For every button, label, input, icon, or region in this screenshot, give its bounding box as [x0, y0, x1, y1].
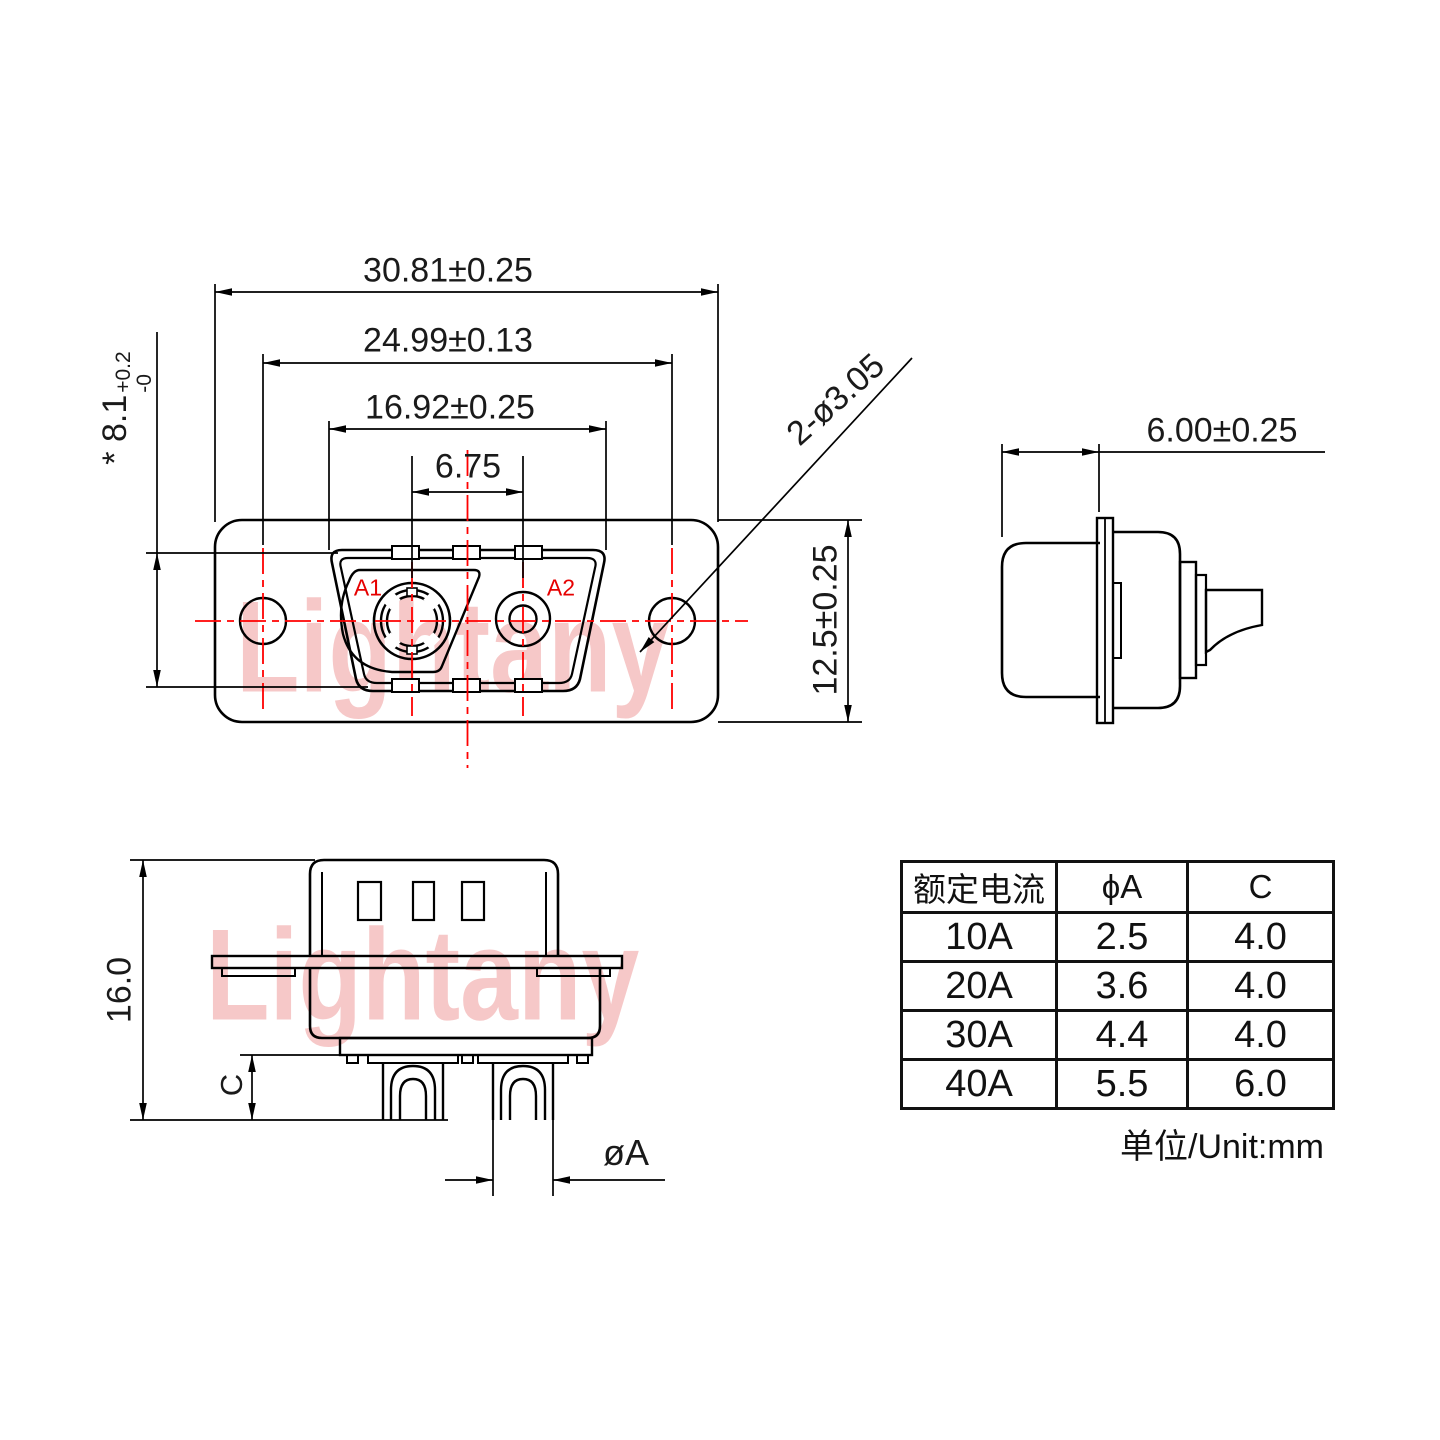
contact-label-a2: A2	[546, 574, 576, 601]
spec-row-20a: 20A 3.6 4.0	[900, 960, 1335, 1012]
section-cap	[308, 858, 560, 956]
dim-overall-height: 16.0	[100, 956, 139, 1024]
dim-shell-height: * 8.1+0.2-0	[96, 351, 156, 464]
side-body	[1000, 541, 1100, 699]
header-phi-a: ϕA	[1055, 860, 1189, 914]
dim-flange-height: 12.5±0.25	[806, 544, 845, 696]
side-step1	[1178, 560, 1198, 680]
front-dimensions	[146, 284, 913, 723]
side-gasket	[1112, 582, 1122, 659]
side-shell	[1113, 530, 1182, 710]
unit-note: 单位/Unit:mm	[1120, 1128, 1324, 1166]
dsub-shell-inner	[339, 556, 597, 685]
section-body	[308, 968, 602, 1040]
dim-shell-height-value: * 8.1	[96, 394, 135, 465]
spec-table: 额定电流 ϕA C 10A 2.5 4.0 20A 3.6 4.0 30A 4.…	[900, 860, 1335, 1110]
section-pin-slots	[356, 880, 486, 922]
centerlines	[195, 450, 748, 768]
side-dimensions	[1001, 444, 1325, 537]
dim-contact-pitch: 6.75	[434, 447, 502, 486]
spec-row-30a: 30A 4.4 4.0	[900, 1009, 1335, 1061]
spec-row-10a: 10A 2.5 4.0	[900, 911, 1335, 963]
section-view	[130, 858, 665, 1196]
section-dimensions	[130, 859, 665, 1196]
cell: 10A	[900, 911, 1058, 963]
section-flange-lip-left	[221, 967, 296, 977]
cell: 2.5	[1055, 911, 1189, 963]
section-base	[338, 1036, 594, 1057]
dim-mount-depth: 6.00±0.25	[1146, 411, 1298, 450]
section-flange	[210, 954, 624, 970]
section-base-tabs	[346, 1054, 589, 1064]
solder-cup-right	[491, 1063, 555, 1120]
cell: 4.0	[1186, 911, 1335, 963]
dim-solder-cup-depth: C	[214, 1073, 249, 1097]
cell: 4.0	[1186, 960, 1335, 1012]
spec-row-40a: 40A 5.5 6.0	[900, 1058, 1335, 1110]
front-view	[146, 284, 913, 768]
dim-hole-spacing: 24.99±0.13	[363, 321, 533, 360]
header-rated-current: 额定电流	[900, 860, 1058, 914]
side-step2	[1194, 573, 1208, 667]
header-c: C	[1186, 860, 1335, 914]
tolerance-minus: -0	[133, 374, 157, 393]
dim-shell-width: 16.92±0.25	[365, 388, 535, 427]
insulator-insert	[339, 568, 481, 674]
solder-cup-left	[381, 1063, 445, 1120]
cell: 4.0	[1186, 1009, 1335, 1061]
section-flange-lip-right	[536, 967, 611, 977]
side-view	[1000, 444, 1325, 725]
dim-solder-cup-diameter: øA	[602, 1132, 650, 1173]
dim-flange-width: 30.81±0.25	[363, 251, 533, 290]
cell: 40A	[900, 1058, 1058, 1110]
spec-table-header-row: 额定电流 ϕA C	[900, 860, 1335, 914]
contact-label-a1: A1	[353, 574, 383, 601]
cell: 4.4	[1055, 1009, 1189, 1061]
cell: 6.0	[1186, 1058, 1335, 1110]
cell: 3.6	[1055, 960, 1189, 1012]
side-wire-tail	[1204, 588, 1264, 654]
tolerance-plus: +0.2	[112, 351, 136, 393]
cell: 30A	[900, 1009, 1058, 1061]
cell: 20A	[900, 960, 1058, 1012]
cell: 5.5	[1055, 1058, 1189, 1110]
dsub-shell-outer	[330, 548, 606, 693]
